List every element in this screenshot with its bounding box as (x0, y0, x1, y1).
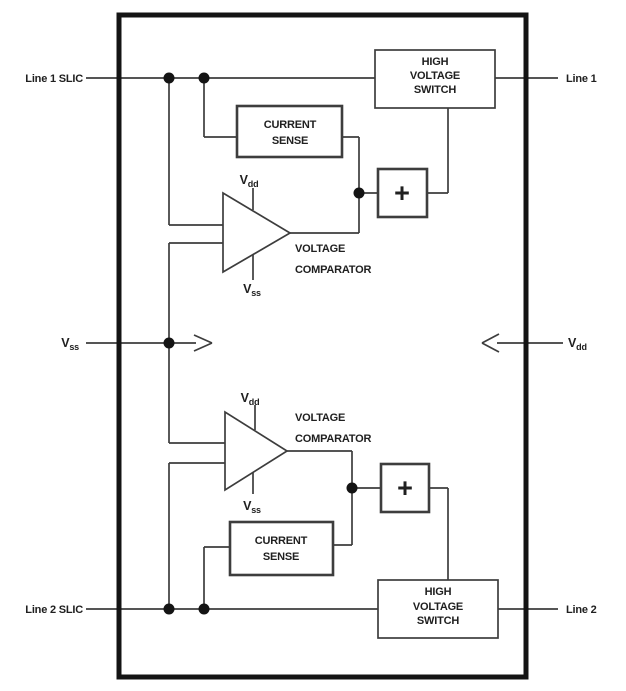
vss-rail-label: Vss (61, 336, 79, 352)
current-sense2-label: SENSE (263, 551, 299, 563)
high-voltage-switch1-label: SWITCH (414, 84, 456, 96)
supply-rail-wires (86, 333, 563, 353)
channel2-wires (86, 343, 558, 610)
high-voltage-switch1-box (374, 49, 496, 109)
comparator1-vdd-label: Vdd (240, 173, 259, 189)
high-voltage-switch2-box (377, 579, 499, 639)
line1-slic-label: Line 1 SLIC (25, 73, 83, 85)
vdd-rail-label: Vdd (568, 336, 587, 352)
summer2-plus-icon: + (397, 473, 413, 503)
junction-dots (163, 72, 365, 615)
chip-outline (116, 12, 529, 680)
junction-dot (346, 482, 358, 494)
junction-dot (198, 72, 210, 84)
high-voltage-switch2-label: HIGH (425, 586, 452, 598)
comparator2-label: VOLTAGE (295, 412, 345, 424)
vss-arrow-icon (193, 334, 213, 344)
line2-slic-label: Line 2 SLIC (25, 604, 83, 616)
comparator1-triangle (222, 191, 292, 274)
junction-dot (163, 337, 175, 349)
vdd-arrow-icon (481, 333, 500, 344)
junction-dot (163, 603, 175, 615)
comparator2-vdd-label: Vdd (241, 391, 260, 407)
summer1-box (376, 167, 429, 219)
comparator2-triangle (224, 410, 289, 492)
comparator1-label: COMPARATOR (295, 264, 371, 276)
high-voltage-switch2-label: SWITCH (417, 615, 459, 627)
vss-arrow-icon (193, 342, 213, 352)
comparator1-label: VOLTAGE (295, 243, 345, 255)
current-sense1-label: CURRENT (264, 119, 317, 131)
vdd-arrow-icon (481, 342, 500, 353)
channel1-wires (86, 77, 558, 343)
high-voltage-switch1-label: HIGH (422, 56, 449, 68)
current-sense1-label: SENSE (272, 135, 308, 147)
summer1-plus-icon: + (394, 178, 410, 208)
comparator2-label: COMPARATOR (295, 433, 371, 445)
line1-label: Line 1 (566, 73, 597, 85)
comparator1-vss-label: Vss (243, 282, 261, 298)
current-sense2-label: CURRENT (255, 535, 308, 547)
junction-dot (353, 187, 365, 199)
summer2-box (379, 462, 431, 514)
current-sense2-box (228, 520, 335, 577)
line2-label: Line 2 (566, 604, 597, 616)
junction-dot (163, 72, 175, 84)
junction-dot (198, 603, 210, 615)
comparator2-vss-label: Vss (243, 499, 261, 515)
high-voltage-switch1-label: VOLTAGE (410, 70, 460, 82)
high-voltage-switch2-label: VOLTAGE (413, 601, 463, 613)
current-sense1-box (235, 104, 344, 159)
